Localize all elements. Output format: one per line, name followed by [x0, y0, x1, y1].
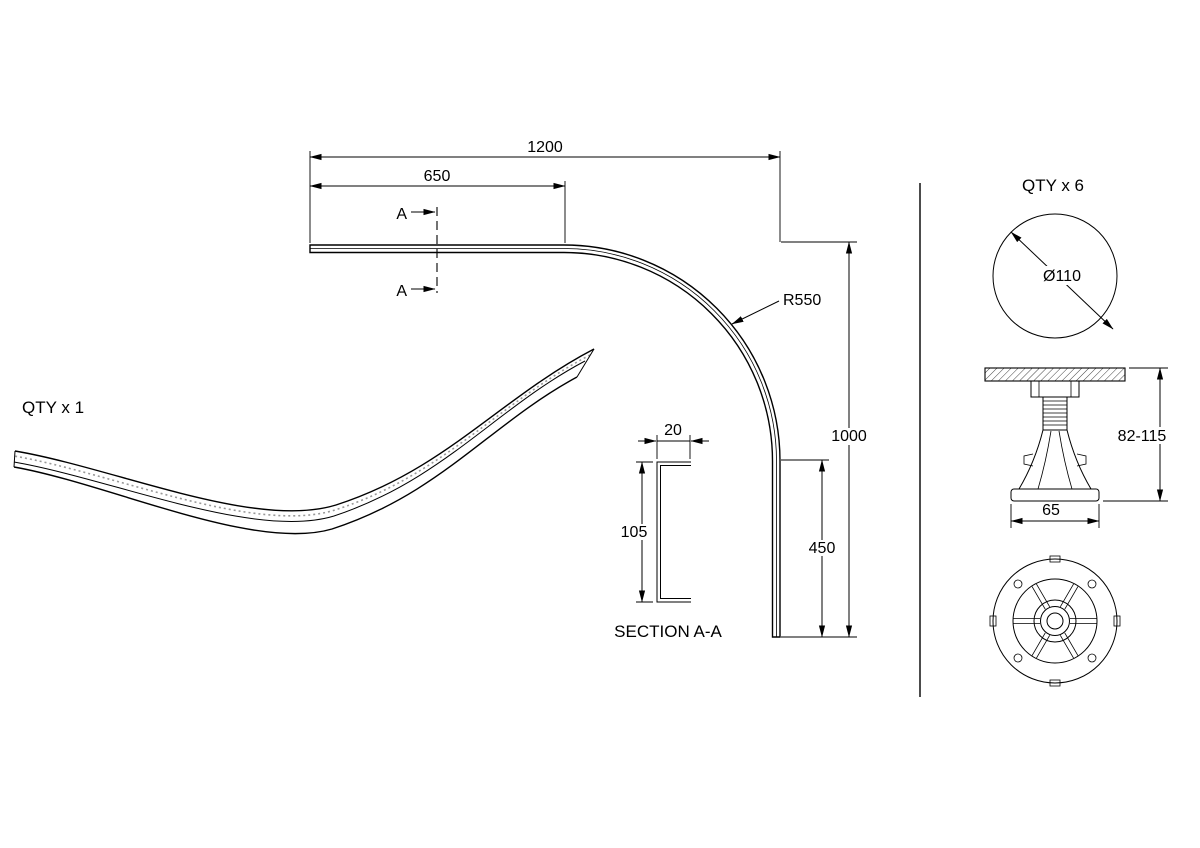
base-rim-tabs [989, 555, 1121, 687]
radius-label: R550 [783, 292, 821, 309]
panel-top-back-edge [14, 348, 595, 512]
leg-cone-left-edge [1018, 429, 1044, 490]
leg-bottom-view [989, 555, 1121, 687]
panel-left-end-cap [13, 450, 16, 468]
dim-width-total: 1200 [309, 139, 781, 243]
leg-side-view [984, 367, 1126, 502]
panel-outline [309, 244, 781, 638]
section-profile-inner [660, 465, 691, 599]
dim-depth-label: 105 [621, 524, 648, 541]
dim-height-range-label: 82-115 [1118, 428, 1167, 445]
leg-collar [1030, 380, 1080, 398]
dim-width-partial: 650 [309, 168, 566, 243]
leg-side-tab-right [1076, 453, 1087, 467]
plan-view: 1200 650 A A R550 1000 [309, 139, 870, 638]
section-title: SECTION A-A [614, 622, 722, 641]
dim-height-partial: 450 [781, 459, 840, 638]
dim-width-partial-label: 650 [424, 168, 451, 185]
label-mask [617, 524, 651, 540]
isometric-view: QTY x 1 [13, 348, 595, 535]
dim-diameter-label: Ø110 [1043, 268, 1081, 285]
leg-side-tab-left [1023, 453, 1034, 467]
leg-top-view: Ø110 [992, 213, 1118, 339]
base-inner-ring [1012, 578, 1098, 664]
radius-leader-line [731, 300, 780, 325]
section-profile-outer [656, 461, 691, 603]
dim-height-range: 82-115 [1103, 367, 1170, 502]
base-outer-circle [992, 558, 1118, 684]
leg-thread-lines [1043, 400, 1067, 426]
base-screw-holes [1013, 579, 1097, 663]
dim-base-width-label: 65 [1042, 502, 1060, 519]
dim-thickness-label: 20 [664, 422, 682, 439]
label-mask [828, 428, 870, 445]
dim-base-width: 65 [1010, 502, 1100, 528]
panel-bottom-edge [13, 376, 578, 535]
section-view: 20 105 SECTION A-A [614, 422, 722, 641]
label-mask [1036, 266, 1088, 285]
radius-dimension: R550 [731, 292, 821, 325]
leg-cone-right-edge [1066, 429, 1092, 490]
leg-cone-flute [1037, 430, 1052, 490]
panel-qty-label: QTY x 1 [22, 398, 84, 417]
dim-thickness: 20 [638, 422, 709, 459]
hub-middle-circle [1040, 606, 1070, 636]
leg-base [1010, 488, 1100, 502]
label-mask [1114, 427, 1170, 444]
dim-height-total-label: 1000 [831, 428, 867, 445]
dim-width-total-label: 1200 [527, 139, 563, 156]
leg-detail: QTY x 6 Ø110 [984, 176, 1170, 687]
leg-top-plate [984, 367, 1126, 382]
leg-threaded-stem [1042, 396, 1068, 431]
dim-height-partial-label: 450 [809, 540, 836, 557]
dim-depth: 105 [617, 461, 653, 603]
panel-right-end-cap [576, 348, 595, 378]
leg-qty-label: QTY x 6 [1022, 176, 1084, 195]
label-mask [804, 540, 840, 556]
panel-top-front-edge [13, 360, 586, 523]
panel-edge-texture [13, 354, 591, 517]
section-marker-top-label: A [396, 206, 407, 223]
base-spokes [1013, 583, 1097, 659]
panel-inner-edge-line [310, 248, 777, 637]
leg-top-view-circle [992, 213, 1118, 339]
section-cut-marker: A A [396, 206, 438, 300]
leg-cone-flute [1058, 430, 1073, 490]
hub-center-hole [1046, 612, 1064, 630]
hub-outer-circle [1033, 599, 1077, 643]
section-marker-bottom-label: A [396, 283, 407, 300]
